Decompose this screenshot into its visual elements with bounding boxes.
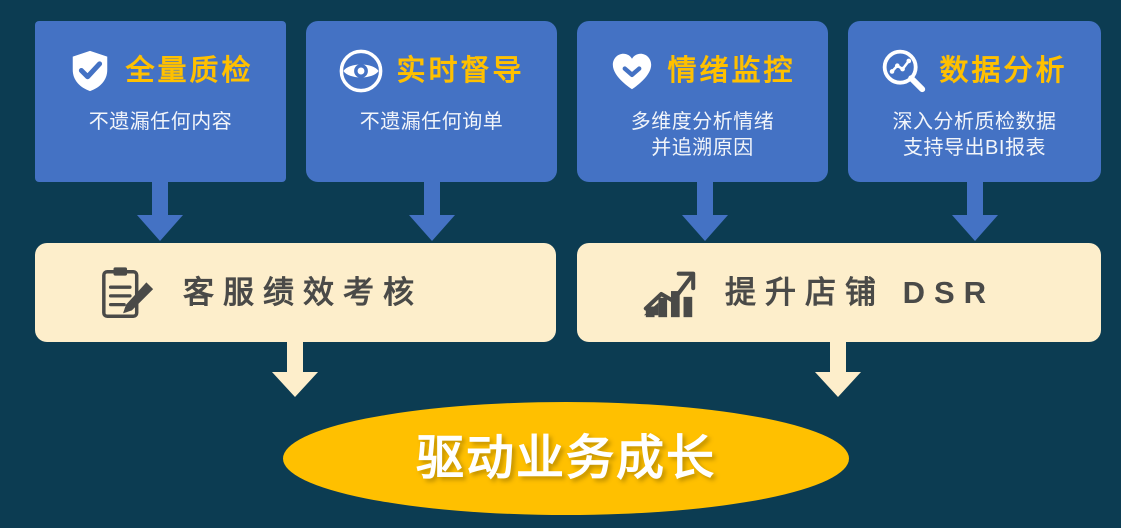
outcome-bar-title: 提升店铺 DSR (725, 275, 996, 310)
feature-card-subtitle: 不遗漏任何询单 (359, 111, 504, 133)
feature-card-title: 实时督导 (396, 54, 525, 87)
growth-bar-chart-icon (641, 264, 699, 322)
feature-card-header: 实时督导 (338, 47, 524, 95)
feature-card-title: 全量质检 (125, 54, 254, 87)
feature-card-header: 数据分析 (881, 47, 1067, 95)
arrow-down-icon (951, 181, 999, 243)
feature-card-emotion-monitoring[interactable]: 情绪监控 多维度分析情绪 并追溯原因 (577, 21, 828, 182)
feature-card-subtitle: 多维度分析情绪 并追溯原因 (630, 111, 775, 160)
outcome-ellipse-drive-business-growth[interactable]: 驱动业务成长 (283, 402, 849, 515)
eye-circle-icon (338, 48, 384, 94)
arrow-down-icon (681, 181, 729, 243)
clipboard-pencil-icon (99, 264, 157, 322)
feature-card-subtitle: 不遗漏任何内容 (88, 111, 233, 133)
arrow-down-icon (408, 181, 456, 243)
outcome-ellipse-title: 驱动业务成长 (415, 431, 716, 485)
feature-card-full-quality-inspection[interactable]: 全量质检 不遗漏任何内容 (35, 21, 286, 182)
feature-card-header: 情绪监控 (609, 47, 795, 95)
feature-card-subtitle: 深入分析质检数据 支持导出BI报表 (892, 111, 1057, 160)
magnifier-chart-icon (881, 48, 927, 94)
feature-cards-row: 全量质检 不遗漏任何内容 实时督导 不遗漏任何询单 (0, 21, 1121, 182)
outcome-bar-improve-dsr[interactable]: 提升店铺 DSR (577, 243, 1101, 342)
outcome-bar-service-performance[interactable]: 客服绩效考核 (35, 243, 556, 342)
feature-card-title: 情绪监控 (667, 54, 796, 87)
feature-card-data-analysis[interactable]: 数据分析 深入分析质检数据 支持导出BI报表 (848, 21, 1101, 182)
shield-check-icon (67, 48, 113, 94)
feature-card-title: 数据分析 (939, 54, 1068, 87)
heart-smile-icon (609, 48, 655, 94)
arrow-down-icon (271, 341, 319, 399)
outcome-bar-title: 客服绩效考核 (183, 275, 423, 310)
arrow-down-icon (136, 181, 184, 243)
arrow-down-icon (814, 341, 862, 399)
feature-card-header: 全量质检 (67, 47, 253, 95)
feature-card-realtime-supervision[interactable]: 实时督导 不遗漏任何询单 (306, 21, 557, 182)
